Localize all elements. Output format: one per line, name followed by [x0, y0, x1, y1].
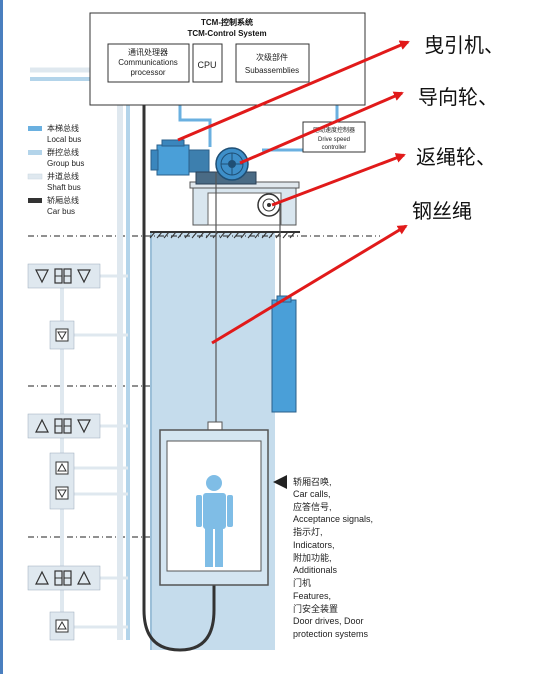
- call-panel-middle: [49, 452, 75, 510]
- svg-text:轿厢召唤,: 轿厢召唤,: [293, 476, 332, 487]
- floor-indicator-middle: [27, 413, 101, 439]
- communications-processor-box: [107, 43, 190, 83]
- subassemblies-box: [235, 43, 310, 83]
- floor-indicator-bottom: [27, 565, 101, 591]
- svg-text:Local bus: Local bus: [47, 135, 81, 144]
- callout-arrows: [177, 40, 410, 345]
- svg-text:应答信号,: 应答信号,: [293, 501, 332, 512]
- comm-processor-en2: processor: [130, 68, 165, 77]
- svg-text:附加功能,: 附加功能,: [293, 552, 332, 563]
- return-sheave: [257, 193, 281, 217]
- down-arrow-icon: [77, 419, 91, 434]
- svg-text:Door drives, Door: Door drives, Door: [293, 616, 364, 626]
- down-arrow-icon: [77, 269, 91, 284]
- machine-floor: [149, 231, 300, 239]
- svg-text:群控总线: 群控总线: [47, 147, 79, 157]
- floor-indicator-top: [27, 263, 101, 289]
- control-system-title-cn: TCM-控制系统: [201, 17, 253, 27]
- svg-text:本梯总线: 本梯总线: [47, 123, 79, 133]
- legend-swatch-shaft-bus: [27, 173, 43, 180]
- callout-guide-sheave: 导向轮、: [418, 85, 498, 109]
- svg-text:Shaft bus: Shaft bus: [47, 183, 81, 192]
- call-panel-top: [49, 320, 75, 350]
- drive-speed-controller: 驱动速度控制器 Drive speed controller: [302, 121, 366, 153]
- passenger-figure: [196, 475, 233, 567]
- svg-text:Indicators,: Indicators,: [293, 540, 335, 550]
- up-arrow-icon: [77, 570, 91, 585]
- counterweight: [271, 299, 297, 413]
- callout-traction-machine: 曳引机、: [424, 33, 504, 57]
- callout-steel-rope: 钢丝绳: [412, 199, 472, 223]
- elevator-car: [159, 421, 269, 586]
- floor-lines: [28, 235, 380, 538]
- car-features-text: 轿厢召唤, Car calls, 应答信号, Acceptance signal…: [293, 476, 373, 639]
- arrow-return-sheave: [271, 153, 406, 207]
- arrow-guide-sheave: [239, 91, 404, 165]
- svg-text:门安全装置: 门安全装置: [293, 603, 338, 614]
- svg-text:井道总线: 井道总线: [47, 171, 79, 181]
- comm-processor-en1: Communications: [118, 58, 178, 67]
- svg-text:轿厢总线: 轿厢总线: [47, 195, 79, 205]
- up-arrow-icon: [35, 570, 49, 585]
- machine-frame: [189, 181, 300, 226]
- svg-text:Drive speed: Drive speed: [318, 137, 350, 143]
- left-edge-bar: [0, 0, 3, 674]
- subassemblies-en: Subassemblies: [245, 66, 299, 75]
- up-arrow-icon: [57, 462, 67, 472]
- call-panel-bottom: [49, 611, 75, 641]
- bus-legend: 本梯总线 Local bus 群控总线 Group bus 井道总线 Shaft…: [27, 123, 84, 216]
- down-arrow-icon: [57, 331, 67, 341]
- legend-swatch-group-bus: [28, 150, 42, 155]
- down-arrow-icon: [57, 489, 67, 499]
- svg-text:Features,: Features,: [293, 591, 331, 601]
- svg-text:Car bus: Car bus: [47, 207, 75, 216]
- steel-wire-ropes: [215, 172, 281, 425]
- arrow-steel-rope: [211, 224, 408, 345]
- svg-text:指示灯,: 指示灯,: [293, 526, 323, 537]
- car-bus-traveling-cable: [142, 70, 216, 652]
- svg-text:controller: controller: [322, 145, 347, 151]
- subassemblies-cn: 次级部件: [256, 52, 288, 62]
- up-arrow-icon: [57, 620, 67, 630]
- down-arrow-icon: [35, 269, 49, 284]
- traction-machine: [150, 139, 257, 185]
- comm-processor-cn: 通讯处理器: [128, 47, 168, 57]
- cpu-box: [192, 43, 223, 83]
- control-system-title-en: TCM-Control System: [187, 29, 266, 38]
- callout-labels: 曳引机、 导向轮、 返绳轮、 钢丝绳: [412, 33, 504, 223]
- svg-text:Car calls,: Car calls,: [293, 489, 331, 499]
- guide-sheave: [215, 147, 249, 181]
- legend-swatch-car-bus: [28, 198, 42, 203]
- svg-text:protection systems: protection systems: [293, 629, 369, 639]
- svg-text:Additionals: Additionals: [293, 565, 338, 575]
- cpu-label: CPU: [197, 60, 216, 70]
- svg-text:驱动速度控制器: 驱动速度控制器: [313, 126, 355, 134]
- svg-text:Acceptance signals,: Acceptance signals,: [293, 514, 373, 524]
- car-features-pointer: [273, 475, 287, 489]
- arrow-traction-machine: [177, 40, 410, 142]
- legend-swatch-local-bus: [28, 126, 42, 131]
- svg-text:Group bus: Group bus: [47, 159, 84, 168]
- callout-return-sheave: 返绳轮、: [416, 145, 496, 169]
- svg-text:门机: 门机: [293, 577, 311, 588]
- up-arrow-icon: [35, 418, 49, 433]
- tcm-control-system: TCM-控制系统 TCM-Control System 通讯处理器 Commun…: [89, 12, 366, 106]
